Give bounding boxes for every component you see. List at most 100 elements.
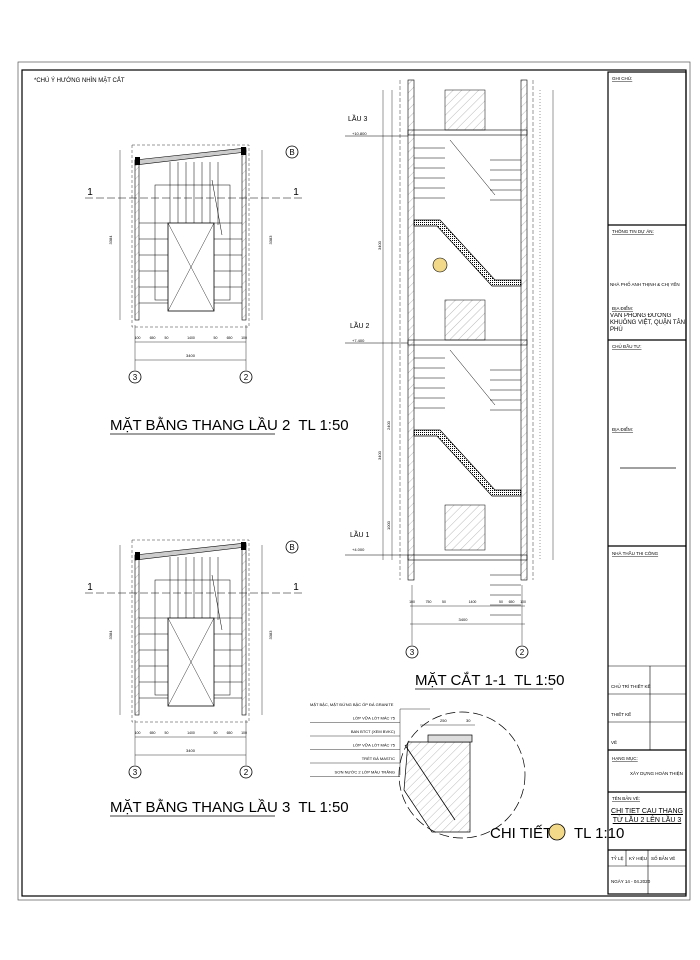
dim-text: B <box>289 148 294 157</box>
detail-title: CHI TIẾT <box>490 825 552 842</box>
wall-hatch <box>444 299 486 341</box>
dim-text: 100 <box>135 336 141 340</box>
grid-bubble <box>239 765 253 779</box>
dim-text: 1400 <box>469 600 477 604</box>
drawing-name: CHI TIẾT CẦU THANG TỪ LẦU 2 LÊN LẦU 3 <box>611 808 683 824</box>
handrail <box>449 139 496 196</box>
svg-text:30: 30 <box>466 718 471 723</box>
dim-text: 3384 <box>108 235 113 245</box>
dim-text: MẶT BẬC, MẶT ĐỨNG BẬC ỐP ĐÁ GRANITE <box>310 702 394 707</box>
project-location: VĂN PHÒNG ĐƯỜNG KHUÔNG VIỆT, QUẬN TÂN PH… <box>610 313 685 333</box>
section-wall-left <box>407 79 415 581</box>
section-total-dim: 3400 <box>459 617 469 622</box>
grid-bubble-2 <box>515 645 529 659</box>
well-cross <box>167 617 215 707</box>
title-block: GHI CHÚ: THÔNG TIN DỰ ÁN: NHÀ PHỐ ANH TH… <box>607 71 687 895</box>
floor-slab <box>407 129 528 136</box>
svg-text:NGÀY 14 - 04.2020: NGÀY 14 - 04.2020 <box>611 878 651 884</box>
dim-text: 1400 <box>187 731 195 735</box>
dim-text: 650 <box>227 731 233 735</box>
svg-text:KÝ HIỆU: KÝ HIỆU <box>629 854 647 861</box>
dim-text: B <box>289 543 294 552</box>
svg-text:CHỦ TRÌ THIẾT KẾ: CHỦ TRÌ THIẾT KẾ <box>611 683 651 689</box>
section-wall-right <box>520 79 528 581</box>
svg-text:GHI CHÚ:: GHI CHÚ: <box>612 75 632 81</box>
category: XÂY DỰNG HOÀN THIỆN <box>630 769 683 776</box>
dim-text: 3384 <box>108 630 113 640</box>
level-2-label: LẦU 2 <box>350 320 370 330</box>
plan-beam <box>134 147 247 166</box>
svg-text:3: 3 <box>410 648 415 657</box>
handrail <box>449 349 496 406</box>
level-3-label: LẦU 3 <box>348 113 368 123</box>
svg-text:2: 2 <box>520 648 525 657</box>
dim-text: 50 <box>165 731 169 735</box>
level-1-elev: +4.000 <box>352 547 365 552</box>
break-line <box>211 574 223 631</box>
column <box>135 157 140 165</box>
dim-text: 2 <box>244 373 249 382</box>
dim-text: 3400 <box>377 450 382 460</box>
grid-bubble <box>285 145 299 159</box>
dim-text: 50 <box>214 336 218 340</box>
grid-bubble <box>239 370 253 384</box>
dim-text: 1 <box>87 187 93 198</box>
dim-text: 50 <box>499 600 503 604</box>
stair-flight <box>413 429 522 497</box>
well-cross <box>167 222 215 312</box>
section-1-1: LẦU 3 +10.800 LẦU 2 +7.400 LẦU 1 +4.000 … <box>345 79 554 659</box>
sheet-frame <box>17 61 691 901</box>
plan-wall-right <box>241 544 247 716</box>
svg-text:SỐ BẢN VẼ: SỐ BẢN VẼ <box>651 855 675 861</box>
dim-text: 650 <box>150 731 156 735</box>
dim-text: 3 <box>133 768 138 777</box>
plan-outline <box>131 539 250 723</box>
drawing-name-text: CHI TIẾT CẦU THANG TỪ LẦU 2 LÊN LẦU 3 <box>611 808 683 824</box>
dim-text: 50 <box>165 336 169 340</box>
floor-slab <box>407 554 528 561</box>
level-2-elev: +7.400 <box>352 338 365 343</box>
dim-text: 1 <box>293 187 299 198</box>
svg-text:THIẾT KẾ: THIẾT KẾ <box>611 711 631 717</box>
dim-text: 650 <box>150 336 156 340</box>
svg-text:NHÀ THẦU THI CÔNG: NHÀ THẦU THI CÔNG <box>612 550 659 556</box>
dim-text: 750 <box>426 600 432 604</box>
plan-wall-left <box>134 554 140 716</box>
stair-tread-detail: MẶT BẬC, MẶT ĐỨNG BẬC ỐP ĐÁ GRANITE LỚP V… <box>310 702 526 839</box>
detail-marker-icon <box>548 823 566 841</box>
floor-slab <box>407 339 528 346</box>
level-3-elev: +10.800 <box>352 131 367 136</box>
dim-text: LỚP VỮA LÓT MÁC 75 <box>353 716 396 721</box>
granite-tread <box>427 734 473 743</box>
dim-text: 100 <box>135 731 141 735</box>
dim-text: 1 <box>293 582 299 593</box>
svg-text:ĐỊA ĐIỂM:: ĐỊA ĐIỂM: <box>612 305 633 311</box>
dim-text: TRÉT ĐÁ MASTIC <box>362 756 395 761</box>
dim-text: 3400 <box>377 240 382 250</box>
stair-flight <box>413 219 522 287</box>
grid-bubble <box>285 540 299 554</box>
dim-text: 3400 <box>186 353 196 358</box>
plan-wall-left <box>134 159 140 321</box>
dim-text: 650 <box>227 336 233 340</box>
detail-slab <box>403 741 471 833</box>
dim-text: 50 <box>214 731 218 735</box>
column <box>135 552 140 560</box>
dim-text: 1000 <box>386 520 391 530</box>
dim-text: 3 <box>133 373 138 382</box>
grid-bubble <box>128 370 142 384</box>
dim-text: 3383 <box>268 630 273 640</box>
level-1-label: LẦU 1 <box>350 529 370 539</box>
grid-bubble-3 <box>405 645 419 659</box>
dim-text: 50 <box>442 600 446 604</box>
wall-hatch <box>444 504 486 551</box>
dim-text: 1 <box>87 582 93 593</box>
detail-boundary <box>398 711 526 839</box>
grid-bubble <box>128 765 142 779</box>
svg-text:VẼ: VẼ <box>611 739 617 745</box>
